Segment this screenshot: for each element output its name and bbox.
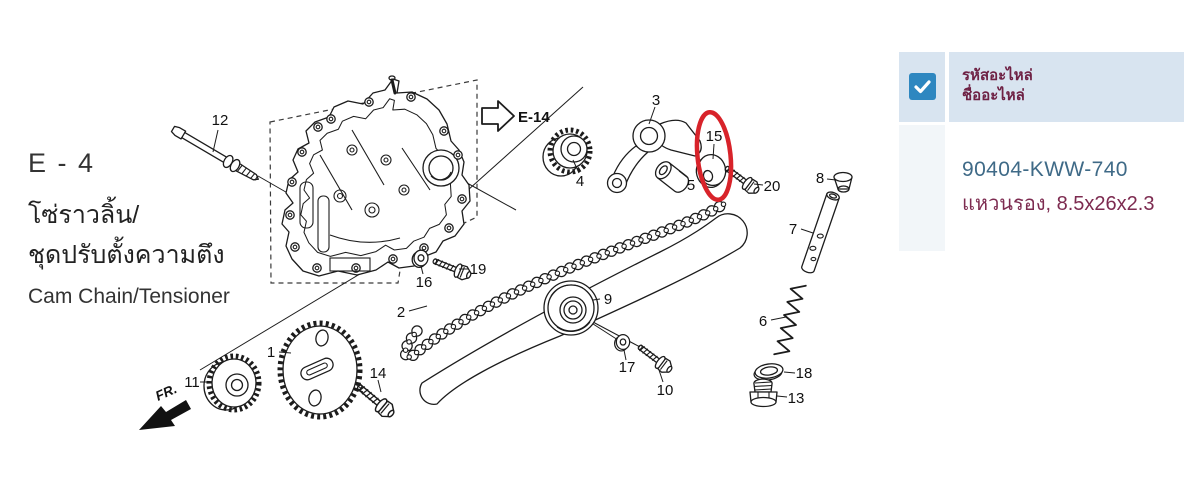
section-title-thai: โซ่ราวลิ้น/ ชุดปรับตั้งความตึง <box>28 195 230 275</box>
part-6-tensioner-spring <box>773 284 807 356</box>
part-1-cam-sprocket <box>277 320 364 420</box>
part-label-3: 3 <box>652 92 660 109</box>
part-18-sealing-washer <box>753 363 784 381</box>
section-title-english: Cam Chain/Tensioner <box>28 285 230 308</box>
part-label-14: 14 <box>370 365 387 382</box>
part-11-drive-sprocket <box>203 353 262 413</box>
checkmark-icon <box>914 79 931 93</box>
select-part-checkbox[interactable] <box>909 73 936 100</box>
part-code-link[interactable]: 90404-KWW-740 <box>962 158 1128 181</box>
part-row-checkbox-cell <box>899 125 945 251</box>
part-label-19: 19 <box>470 261 487 278</box>
section-caption: E - 4 โซ่ราวลิ้น/ ชุดปรับตั้งความตึง Cam… <box>28 148 230 309</box>
part-label-12: 12 <box>212 112 229 129</box>
part-label-8: 8 <box>816 170 824 187</box>
section-code: E - 4 <box>28 148 96 178</box>
part-13-sealing-bolt <box>749 378 778 408</box>
fr-direction-label: FR. <box>153 381 179 404</box>
leader-lines <box>200 106 837 398</box>
parts-selection-panel: รหัสอะไหล่ ชื่ออะไหล่ 90404-KWW-740 แหวน… <box>899 52 1184 251</box>
section-title-thai-line2: ชุดปรับตั้งความตึง <box>28 241 225 269</box>
part-row: 90404-KWW-740 แหวนรอง, 8.5x26x2.3 <box>899 125 1184 251</box>
part-10-bolt <box>634 340 676 377</box>
part-label-18: 18 <box>796 365 813 382</box>
panel-header-row: รหัสอะไหล่ ชื่ออะไหล่ <box>899 52 1184 122</box>
part-name-text: แหวนรอง, 8.5x26x2.3 <box>962 193 1155 215</box>
dashed-reference-box <box>269 79 478 284</box>
panel-header-text-cell: รหัสอะไหล่ ชื่ออะไหล่ <box>949 52 1184 122</box>
part-2-cam-chain <box>399 200 727 362</box>
part-14-bolt <box>352 379 399 422</box>
part-row-text-cell: 90404-KWW-740 แหวนรอง, 8.5x26x2.3 <box>949 125 1184 251</box>
part-17-washer <box>614 333 631 352</box>
part-7-tensioner-push-rod <box>801 191 840 274</box>
crankcase-reference <box>281 75 471 277</box>
e14-reference-arrow: E-14 <box>481 100 550 132</box>
part-label-13: 13 <box>788 390 805 407</box>
part-4-timing-sprocket <box>542 127 593 177</box>
part-label-11: 11 <box>184 374 200 391</box>
column-header-part-name: ชื่ออะไหล่ <box>962 87 1025 104</box>
part-label-10: 10 <box>657 382 674 399</box>
part-label-6: 6 <box>759 313 767 330</box>
part-label-2: 2 <box>397 304 405 321</box>
part-3-tensioner-arm <box>606 119 702 194</box>
part-12-stud-bolt <box>170 125 259 181</box>
section-title-thai-line1: โซ่ราวลิ้น/ <box>28 201 140 229</box>
part-label-20: 20 <box>764 178 781 195</box>
part-label-4: 4 <box>576 173 584 190</box>
part-label-7: 7 <box>789 221 797 238</box>
part-5-collar <box>654 161 690 193</box>
part-8-tensioner-cap <box>833 171 853 193</box>
column-header-part-code: รหัสอะไหล่ <box>962 67 1033 84</box>
e14-reference-label: E-14 <box>518 109 550 126</box>
part-label-17: 17 <box>619 359 636 376</box>
parts-diagram: E-14 <box>139 75 853 430</box>
panel-header-checkbox-cell <box>899 52 945 122</box>
part-label-1: 1 <box>267 344 275 361</box>
part-19-bolt <box>430 253 474 283</box>
part-label-5: 5 <box>687 177 695 194</box>
highlight-ellipse <box>694 109 734 203</box>
part-label-9: 9 <box>604 291 612 308</box>
crankcase-inner-detail <box>299 129 431 272</box>
fr-direction-arrow: FR. <box>139 381 191 430</box>
crankcase-bolt-holes <box>285 92 467 273</box>
part-label-15: 15 <box>706 128 723 145</box>
part-9-tensioner-roller <box>543 280 641 348</box>
part-2-chain-loop <box>419 213 748 405</box>
part-label-16: 16 <box>416 274 433 291</box>
